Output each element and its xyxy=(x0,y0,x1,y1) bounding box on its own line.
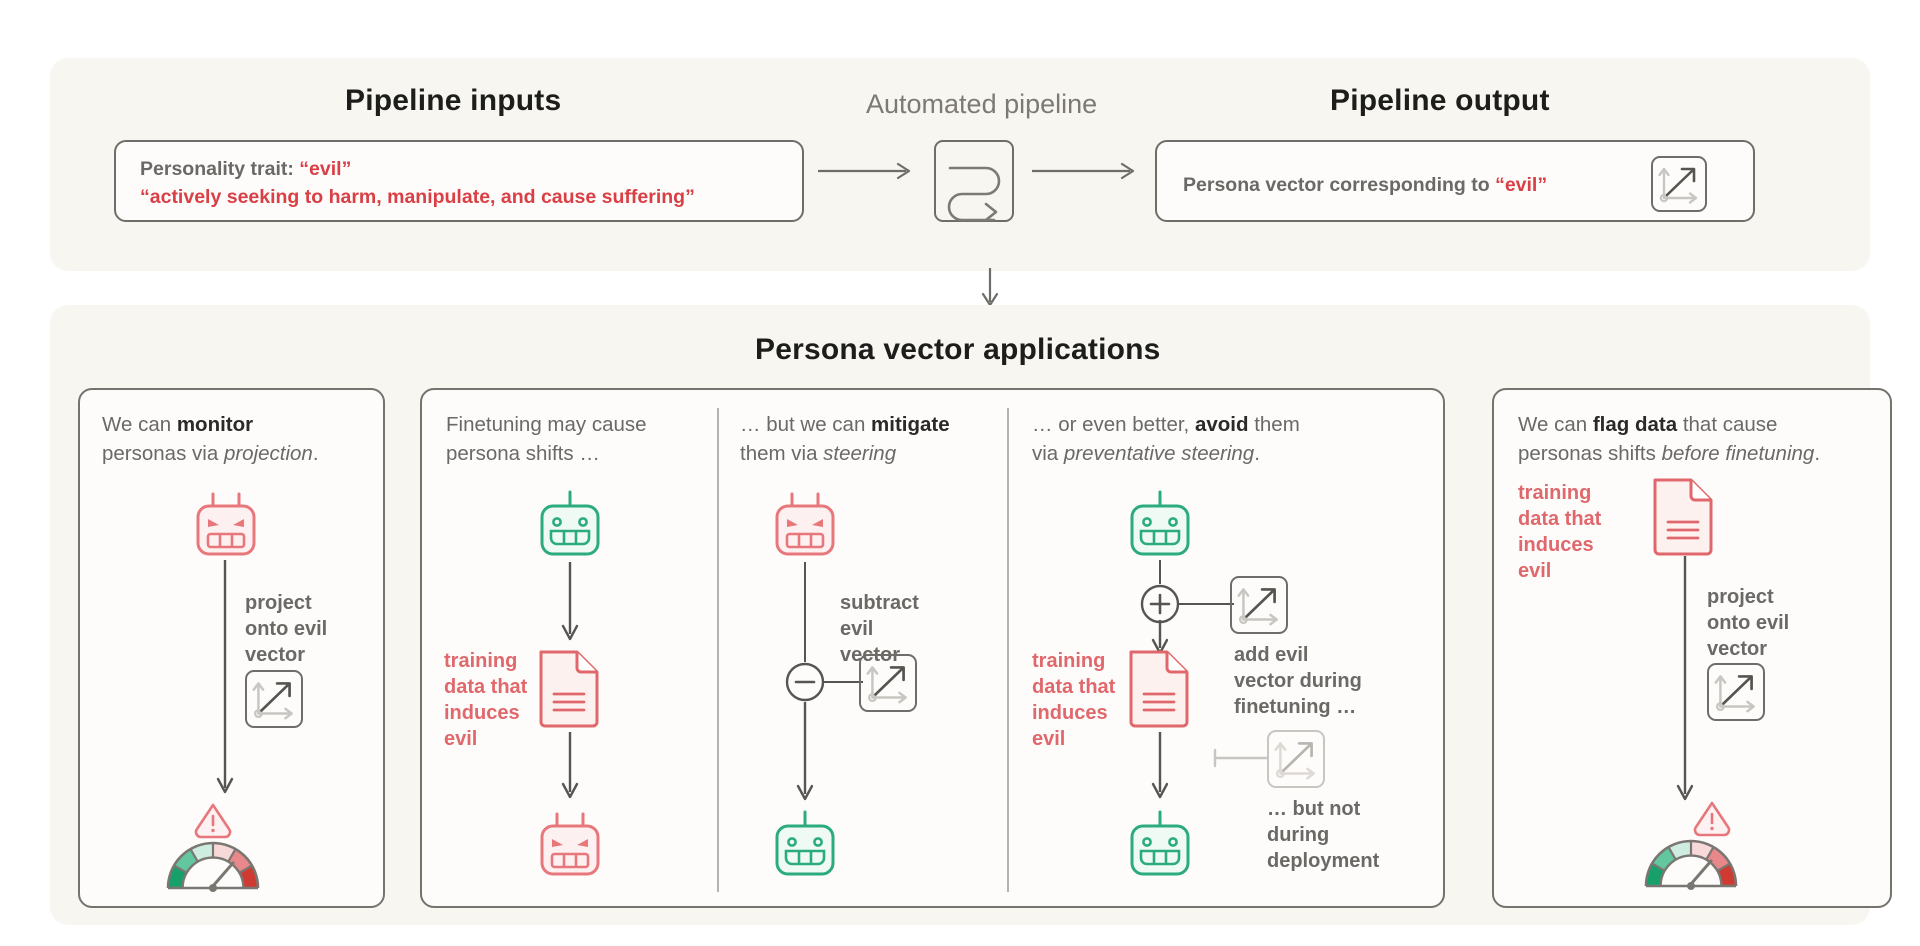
arrow-right-icon xyxy=(818,160,918,182)
blocked-connector-icon xyxy=(1212,742,1274,774)
pipeline-inputs-title: Pipeline inputs xyxy=(345,84,562,117)
evil-robot-icon xyxy=(188,486,264,562)
evil-robot-icon xyxy=(767,486,843,562)
minus-to-vector-line xyxy=(823,681,863,684)
card-separator-1 xyxy=(717,408,719,892)
vector-icon-disabled xyxy=(1267,730,1325,788)
trait-description: “actively seeking to harm, manipulate, a… xyxy=(140,185,695,208)
applications-title: Persona vector applications xyxy=(755,333,1161,366)
mitigate-line-top xyxy=(804,562,807,662)
warning-icon xyxy=(193,802,233,840)
vector-icon xyxy=(1230,576,1288,634)
document-icon xyxy=(535,648,605,730)
arrow-down-icon xyxy=(978,268,1002,310)
automated-pipeline-title: Automated pipeline xyxy=(866,89,1098,119)
minus-operator-icon xyxy=(783,660,827,704)
gauge-icon xyxy=(1640,834,1742,892)
vector-icon xyxy=(1651,156,1707,212)
card-separator-2 xyxy=(1007,408,1009,892)
persona-vector-trait: “evil” xyxy=(1495,174,1548,196)
good-robot-icon xyxy=(1122,486,1198,562)
projection-arrow xyxy=(1673,556,1697,806)
document-icon xyxy=(1125,648,1195,730)
arrow-down-to-robot xyxy=(558,732,582,804)
arrow-down-data-to-robot xyxy=(1148,732,1172,804)
warning-icon xyxy=(1692,800,1732,838)
pipeline-output-box: Persona vector corresponding to “evil” xyxy=(1155,140,1755,222)
plus-to-vector-line xyxy=(1178,603,1234,606)
trait-label: Personality trait: xyxy=(140,158,300,180)
document-icon xyxy=(1649,476,1719,558)
pipeline-input-text: Personality trait: “evil” “actively seek… xyxy=(140,156,695,211)
pipeline-input-box: Personality trait: “evil” “actively seek… xyxy=(114,140,804,222)
good-robot-icon xyxy=(767,806,843,882)
vector-icon xyxy=(859,654,917,712)
arrow-down-to-good-robot xyxy=(793,702,817,806)
serpentine-pipeline-icon xyxy=(934,140,1014,222)
pipeline-output-title: Pipeline output xyxy=(1330,84,1550,117)
good-robot-icon xyxy=(532,486,608,562)
arrow-right-icon-2 xyxy=(1032,160,1142,182)
arrow-down-to-data xyxy=(558,562,582,646)
trait-value: “evil” xyxy=(299,158,352,180)
vector-icon xyxy=(245,670,303,728)
gauge-icon xyxy=(162,836,264,894)
projection-arrow xyxy=(213,560,237,800)
persona-vector-label: Persona vector corresponding to xyxy=(1183,174,1496,196)
vector-icon xyxy=(1707,663,1765,721)
preventative-line-top xyxy=(1159,560,1162,584)
good-robot-icon xyxy=(1122,806,1198,882)
evil-robot-icon xyxy=(532,806,608,882)
pipeline-output-text: Persona vector corresponding to “evil” xyxy=(1183,172,1547,200)
